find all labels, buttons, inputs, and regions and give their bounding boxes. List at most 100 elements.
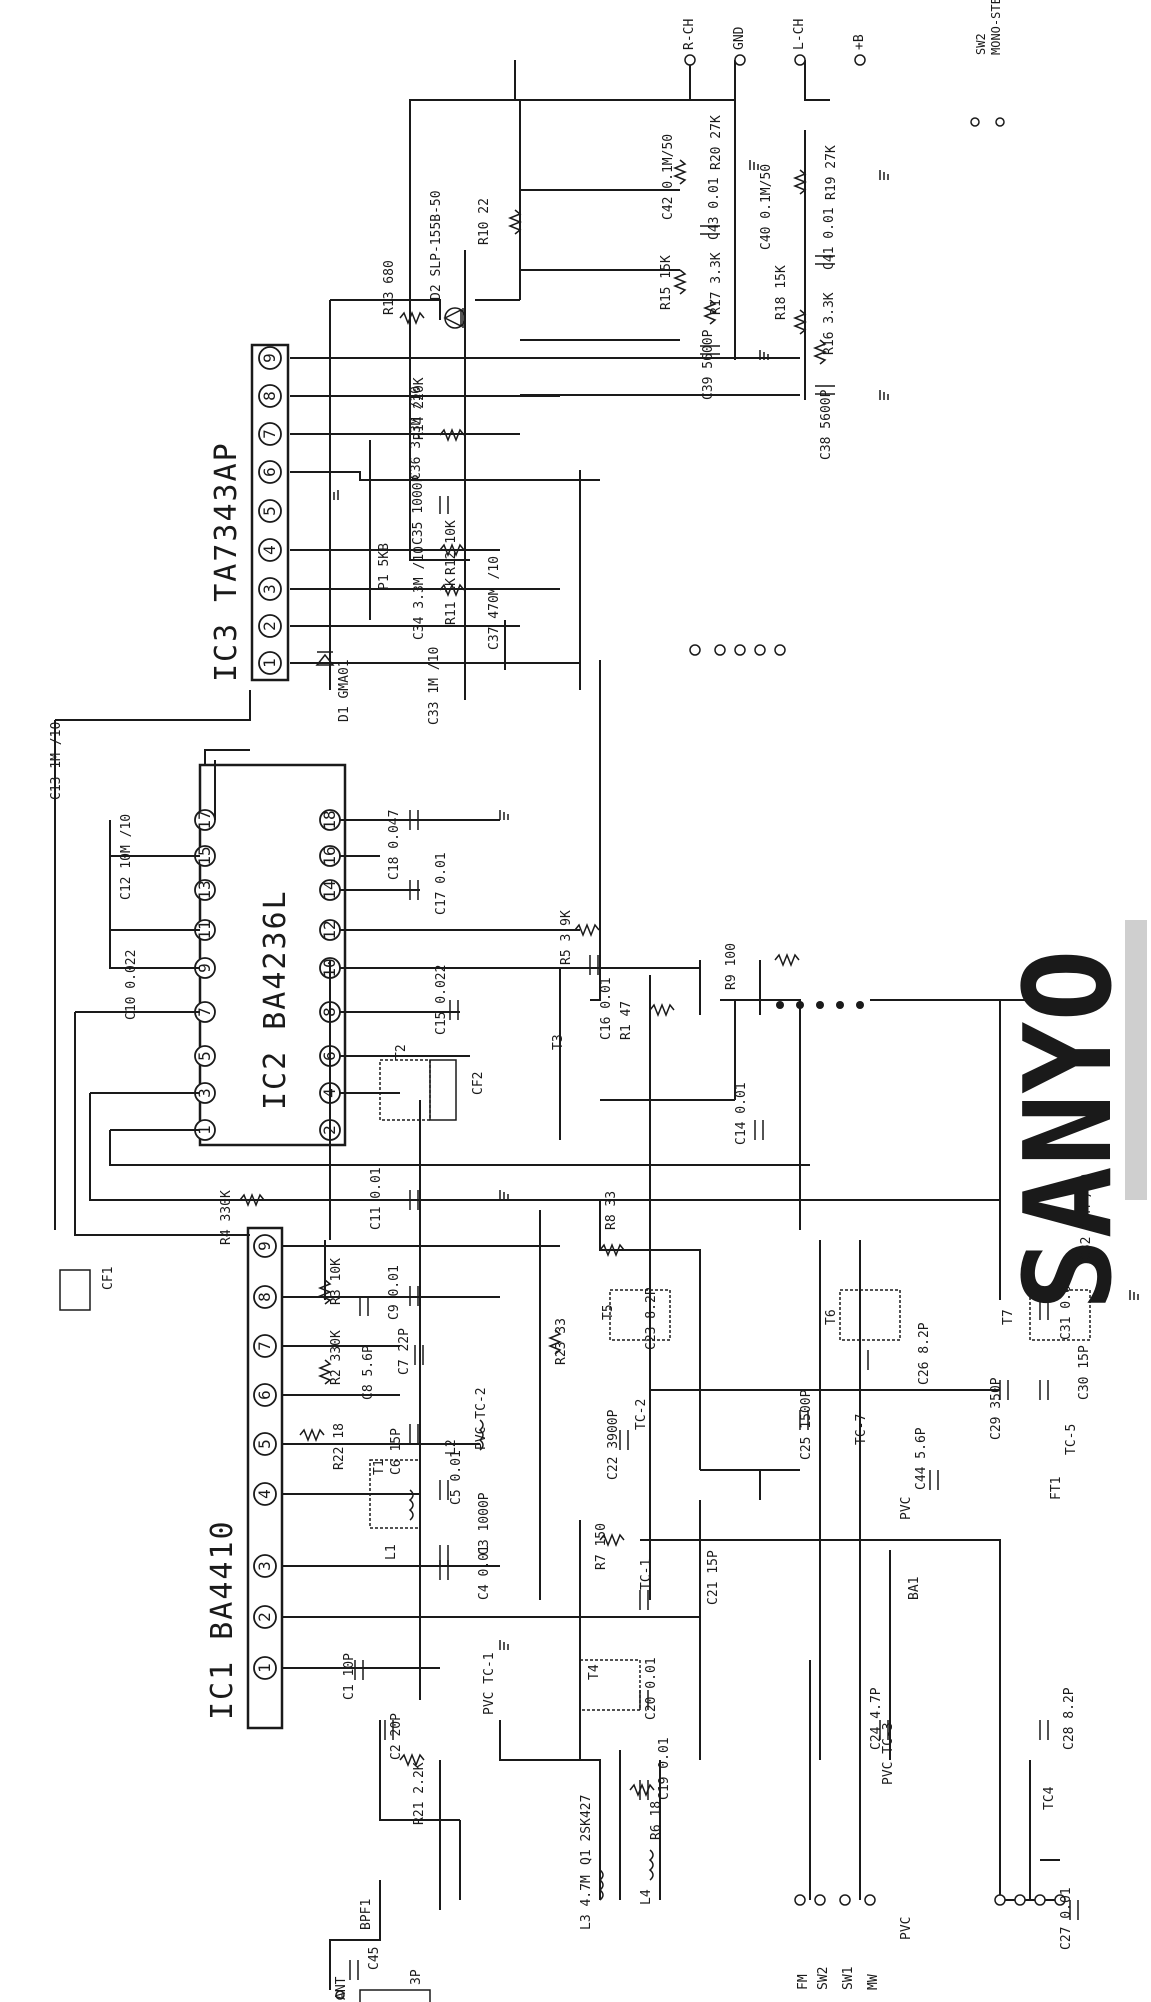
label-r17: R17 3.3K — [709, 252, 724, 315]
inductor-l4 — [648, 1849, 654, 1881]
ic1-pin-4: 4 — [255, 1489, 274, 1499]
ic3-pin-1: 1 — [260, 658, 279, 668]
label-c10: C10 0.022 — [124, 950, 139, 1020]
brand-underline — [1125, 920, 1147, 1200]
label-c34: C34 3.3M /10 — [412, 546, 427, 640]
label-r23: R23 33 — [554, 1318, 569, 1365]
capacitor-c14 — [754, 1120, 764, 1140]
label-c22: C22 3900P — [606, 1409, 621, 1480]
label-r5: R5 3.9K — [559, 910, 574, 965]
label-t4: T4 — [587, 1664, 602, 1680]
terminal-l-ch: L-CH — [792, 19, 807, 50]
label-c31: C31 0.01 — [1059, 1277, 1074, 1340]
label-c23: C23 8.2P — [644, 1287, 659, 1350]
ground-symbol — [499, 1640, 509, 1650]
label-r1: R1 47 — [619, 1001, 634, 1040]
ic1-package: 9 8 7 6 5 4 3 2 1 — [246, 1226, 284, 1730]
label-r4: R4 330K — [219, 1190, 234, 1245]
ic2-title: IC2 BA4236L — [258, 889, 293, 1110]
label-tc5: TC-5 — [1064, 1424, 1079, 1455]
capacitor-c26 — [859, 1350, 869, 1370]
label-tc1: TC-1 — [639, 1559, 654, 1590]
ic3-pin-5: 5 — [260, 506, 279, 516]
ground-symbol — [499, 1190, 509, 1200]
terminal-plus-b: +B — [852, 34, 867, 50]
resistor-r21 — [399, 1752, 425, 1768]
label-c32: C32 47M /10 — [1079, 1174, 1094, 1260]
capacitor-c6 — [409, 1424, 419, 1444]
label-c37: C37 470M /10 — [487, 556, 502, 650]
label-c25: C25 1500P — [799, 1389, 814, 1460]
resistor-r23 — [547, 1329, 563, 1355]
capacitor-c8 — [359, 1296, 369, 1316]
label-l1: L1 — [384, 1544, 399, 1560]
label-pvc-2: PVC — [899, 1917, 914, 1940]
label-c7: C7 22P — [397, 1328, 412, 1375]
label-t2: T2 — [394, 1044, 409, 1060]
label-r19: R19 27K — [824, 145, 839, 200]
transformer-t5 — [609, 1289, 671, 1341]
capacitor-c15 — [449, 1000, 459, 1020]
label-c8: C8 5.6P — [361, 1345, 376, 1400]
label-t1: T1 — [372, 1459, 387, 1475]
ic3-package: 1 2 3 4 5 6 7 8 9 — [250, 343, 290, 682]
capacitor-c17 — [409, 880, 419, 900]
label-r2: R2 330K — [329, 1330, 344, 1385]
label-c13: C13 1M /10 — [49, 722, 64, 800]
ic1-pin-9: 9 — [255, 1241, 274, 1251]
ic2-pin-17: 17 — [195, 810, 214, 829]
inductor-l3 — [598, 1869, 604, 1901]
label-r15: R15 15K — [659, 255, 674, 310]
capacitor-c3 — [439, 1545, 449, 1565]
ic2-pin-13: 13 — [195, 880, 214, 899]
label-r22: R22 18 — [332, 1423, 347, 1470]
label-c20: C20 0.01 — [644, 1657, 659, 1720]
resistor-r19 — [792, 169, 808, 195]
resistor-r15 — [672, 269, 688, 295]
led-d2-arrow — [443, 308, 464, 328]
label-c6: C6 15P — [389, 1428, 404, 1475]
resistor-r2 — [317, 1359, 333, 1385]
bandpass-filter-bpf1 — [359, 1989, 431, 2002]
label-r7: R7 150 — [594, 1523, 609, 1570]
label-c17: C17 0.01 — [434, 852, 449, 915]
ic3-pin-3: 3 — [260, 584, 279, 594]
label-c18: C18 0.047 — [387, 810, 402, 880]
ic2-pin-18: 18 — [320, 810, 339, 829]
label-cf1: CF1 — [101, 1267, 116, 1290]
label-l4: L4 — [639, 1889, 654, 1905]
label-c33: C33 1M /10 — [427, 647, 442, 725]
label-ft1: FT1 — [1049, 1477, 1064, 1500]
label-pvc-tc3: PVC TC-3 — [881, 1722, 896, 1785]
resistor-r18 — [792, 309, 808, 335]
label-r18: R18 15K — [774, 265, 789, 320]
capacitor-c29 — [999, 1380, 1009, 1400]
label-c12: C12 10M /10 — [119, 814, 134, 900]
resistor-r5 — [574, 922, 600, 938]
label-c2: C2 20P — [389, 1713, 404, 1760]
label-r6: R6 18 — [649, 1801, 664, 1840]
capacitor-c19 — [639, 1780, 649, 1800]
label-cf2: CF2 — [471, 1072, 486, 1095]
label-l3: L3 4.7M — [579, 1875, 594, 1930]
ic2-pin-7: 7 — [195, 1007, 214, 1017]
terminal-gnd: GND — [732, 26, 747, 50]
resistor-r22 — [299, 1427, 325, 1443]
ic2-pin-16: 16 — [320, 846, 339, 865]
label-tc7: TC-7 — [854, 1414, 869, 1445]
terminal-sw1: SW1 — [841, 1967, 856, 1990]
capacitor-c1 — [354, 1660, 364, 1680]
label-c39: C39 5600P — [701, 329, 716, 400]
label-c29: C29 350P — [989, 1377, 1004, 1440]
ground-symbol — [499, 810, 509, 820]
resistor-r17 — [702, 299, 718, 325]
capacitor-c22 — [619, 1430, 629, 1450]
label-t3: T3 — [551, 1034, 566, 1050]
capacitor-c25 — [799, 1410, 809, 1430]
label-c40: C40 0.1M/50 — [759, 164, 774, 250]
capacitor-c21 — [639, 1590, 649, 1610]
resistor-r4 — [239, 1192, 265, 1208]
label-c27: C27 0.01 — [1059, 1887, 1074, 1950]
ic3-title: IC3 TA7343AP — [209, 441, 244, 682]
